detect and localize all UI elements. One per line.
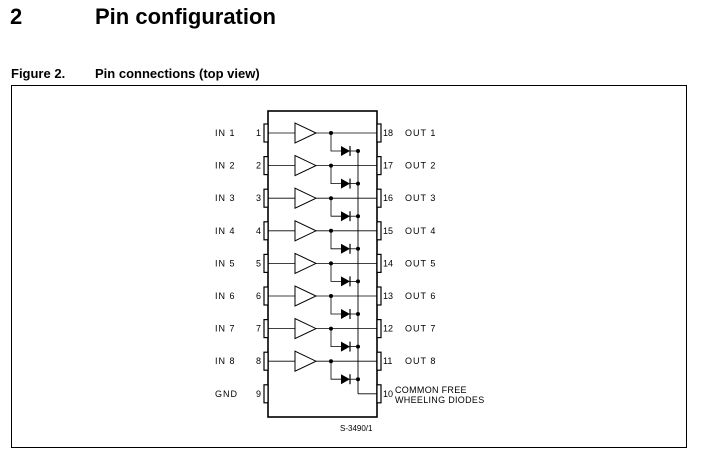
pin-tab-left (263, 156, 269, 176)
pin-number: 3 (256, 193, 261, 203)
buffer-icon (294, 187, 318, 209)
pin-tab-right (376, 319, 382, 339)
pin-tab-right (376, 156, 382, 176)
diode-icon (341, 146, 350, 156)
buffer-icon (294, 285, 318, 307)
pin-number: 14 (383, 258, 393, 268)
pin-tab-left (263, 384, 269, 404)
pin-number: 10 (383, 389, 393, 399)
pin-number: 2 (256, 161, 261, 171)
pin-label: IN 8 (215, 356, 236, 366)
diode-icon (341, 276, 350, 287)
buffer-icon (294, 220, 318, 242)
pin-label: OUT 6 (405, 291, 436, 301)
pin-tab-right (376, 253, 382, 273)
diode-wire (330, 296, 341, 315)
pin-number: 1 (256, 128, 261, 138)
pin-tab-left (263, 351, 269, 371)
diode-icon (341, 341, 350, 352)
diode-wire (330, 133, 341, 152)
ic-body (267, 110, 378, 418)
pin-label-line2: WHEELING DIODES (395, 395, 485, 405)
buffer-icon (294, 317, 318, 340)
pin-number: 16 (383, 193, 393, 203)
pin-label: OUT 5 (405, 258, 436, 268)
pin-number: 11 (383, 356, 392, 366)
pin-tab-right (376, 188, 382, 208)
section-title: Pin configuration (95, 4, 276, 29)
pin-number: 6 (256, 291, 261, 301)
diode-icon (341, 211, 350, 222)
diode-wire (330, 198, 341, 217)
pin-label: IN 7 (215, 324, 236, 334)
pin-label: OUT 4 (405, 226, 436, 236)
buffer-icon (294, 350, 318, 372)
pin-tab-right (376, 123, 382, 143)
pin-label: OUT 2 (405, 161, 436, 171)
section-number: 2 (10, 4, 23, 29)
pin-tab-left (263, 319, 269, 339)
buffer-icon (294, 122, 318, 144)
pin-number: 17 (383, 161, 393, 171)
figure-number: Figure 2. (11, 66, 66, 81)
pin-label: IN 3 (215, 193, 236, 203)
diode-wire (330, 361, 341, 380)
pin-label: IN 1 (215, 128, 236, 138)
pin-tab-left (263, 188, 269, 208)
buffer-icon (294, 154, 318, 177)
pin-label: OUT 7 (405, 324, 436, 334)
diode-icon (341, 243, 350, 254)
pin-label: OUT 8 (405, 356, 436, 366)
pin-label: IN 6 (215, 291, 236, 301)
pin-label: GND (215, 389, 238, 399)
pin-tab-left (263, 123, 269, 143)
pin-number: 4 (256, 226, 261, 236)
pin-label: IN 4 (215, 226, 236, 236)
pin-number: 8 (256, 356, 261, 366)
pin-tab-right (376, 221, 382, 241)
diode-wire (330, 328, 341, 348)
diode-wire (330, 230, 341, 250)
pin-label: OUT 1 (405, 128, 436, 138)
figure-frame (11, 85, 687, 448)
figure-title: Pin connections (top view) (95, 66, 260, 81)
pin-number: 9 (256, 389, 261, 399)
diode-icon (341, 309, 350, 319)
diode-wire (330, 165, 341, 185)
pin-tab-right (376, 286, 382, 306)
buffer-icon (294, 252, 318, 275)
diode-wire (330, 263, 341, 282)
diode-icon (341, 374, 350, 385)
pin-label: IN 5 (215, 258, 236, 268)
pin-tab-right (376, 351, 382, 371)
diode-icon (341, 178, 350, 189)
drawing-reference: S-3490/1 (340, 424, 373, 433)
pin-label: OUT 3 (405, 193, 436, 203)
pin-number: 15 (383, 226, 393, 236)
ic-package: 1 IN 1 2 IN 2 3 IN 3 4 IN 4 5 IN 5 6 IN 6 7 IN 7 8 IN 8… (215, 110, 485, 418)
pin-label: COMMON FREE (395, 385, 467, 395)
pin-tab-left (263, 253, 269, 273)
pin-number: 18 (383, 128, 393, 138)
pin-number: 5 (256, 258, 261, 268)
pin-number: 13 (383, 291, 393, 301)
pin-tab-left (263, 221, 269, 241)
pin-tab-left (263, 286, 269, 306)
pin-tab-right (376, 384, 382, 404)
pin-number: 12 (383, 324, 393, 334)
pin-number: 7 (256, 324, 261, 334)
pin-label: IN 2 (215, 161, 236, 171)
